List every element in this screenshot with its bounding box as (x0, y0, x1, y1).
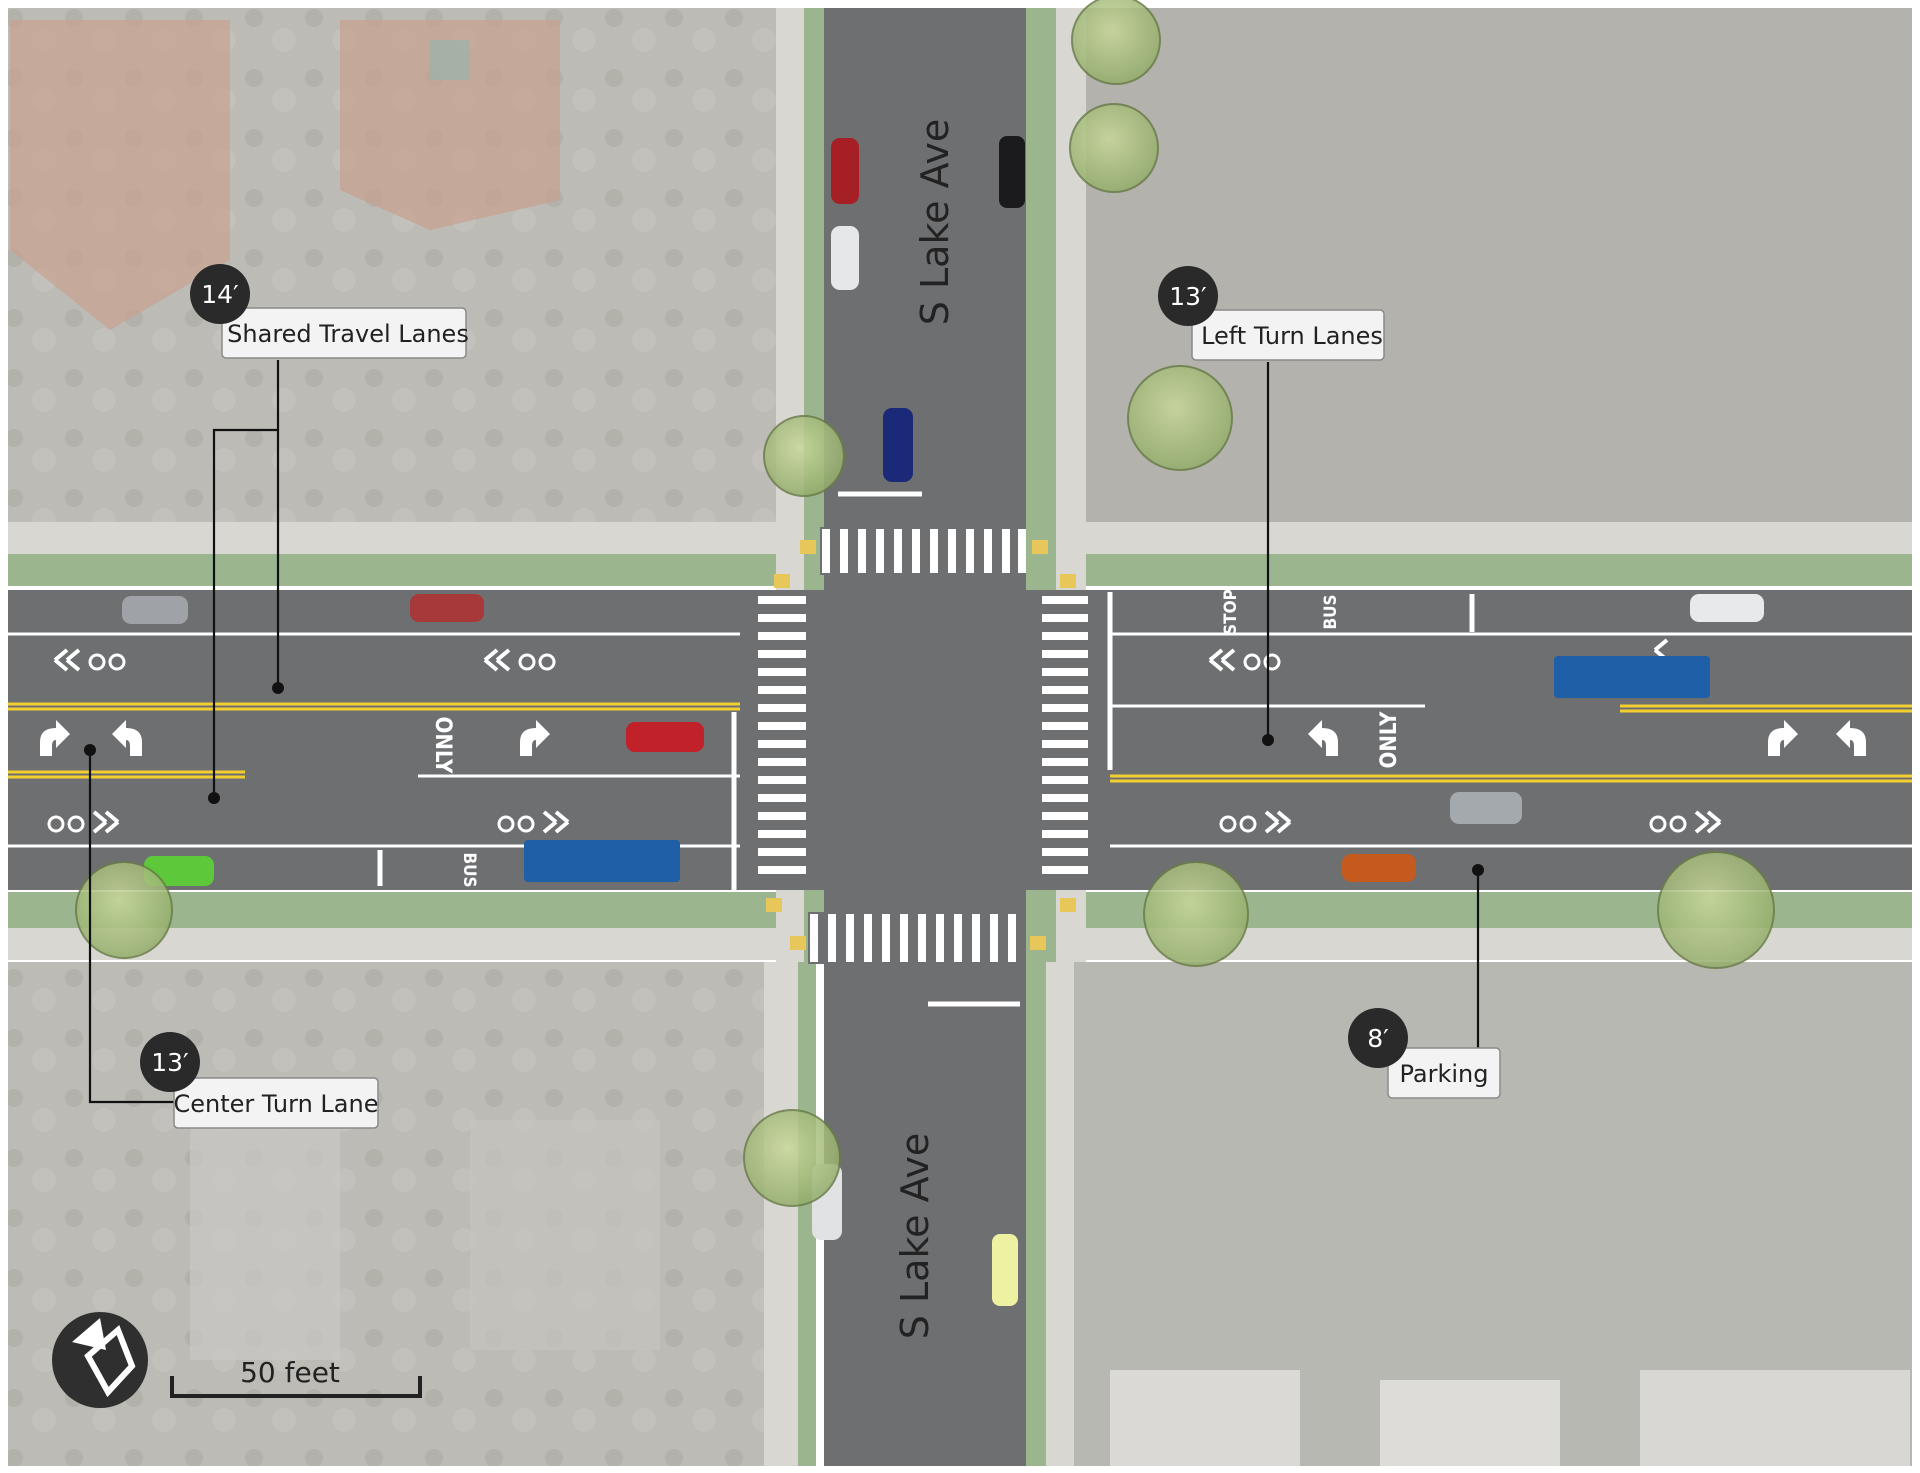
left-turn-arrow-icon (520, 720, 550, 756)
lane-lines (8, 491, 1912, 1007)
house-roof (1110, 1370, 1300, 1466)
crosswalk-west (756, 590, 808, 890)
left-turn-arrow-icon (1308, 720, 1338, 756)
sidewalk-se (1046, 962, 1074, 1466)
grass-strip-se (1024, 962, 1046, 1466)
car (1342, 854, 1416, 882)
street-label-south: S Lake Ave (893, 1133, 937, 1339)
left-turn-arrow-icon (1836, 720, 1866, 756)
callout-badge: 13′ (1169, 282, 1207, 311)
tactile-pad (1060, 574, 1076, 588)
sidewalk-sw (764, 962, 798, 1466)
crosswalk-south (808, 912, 1020, 964)
callout-badge: 8′ (1367, 1024, 1389, 1053)
house-roof (1640, 1370, 1910, 1466)
scale-bar: 50 feet (170, 1356, 422, 1398)
tactile-pad (790, 936, 806, 950)
only-marking-east: ONLY (1377, 711, 1402, 769)
vehicles (122, 136, 1764, 1306)
tree (743, 1109, 841, 1207)
tree (1069, 103, 1159, 193)
car (1690, 594, 1764, 622)
sharrow-icon (1219, 810, 1292, 834)
tactile-pad (774, 574, 790, 588)
stop-marking-east: STOP (1221, 589, 1241, 635)
sharrow-icon (1649, 810, 1722, 834)
car (999, 136, 1025, 208)
tree (763, 415, 845, 497)
callout-label: Shared Travel Lanes (227, 320, 469, 348)
tree (1143, 861, 1249, 967)
grass-strip-sw (798, 962, 816, 1466)
left-turn-arrow-icon (40, 720, 70, 756)
car (122, 596, 188, 624)
left-turn-arrow-icon (112, 720, 142, 756)
car (626, 722, 704, 752)
tactile-pad (766, 898, 782, 912)
house-roof (190, 1110, 340, 1360)
crosswalks (756, 527, 1090, 964)
tree (1127, 365, 1233, 471)
tactile-pad (1030, 936, 1046, 950)
callout-badge: 13′ (151, 1048, 189, 1077)
crosswalk-east (1040, 590, 1090, 890)
car (883, 408, 913, 482)
tree (75, 861, 173, 959)
callout-shared: 14′ Shared Travel Lanes (190, 264, 469, 359)
car (831, 138, 859, 204)
sharrow-icon (47, 810, 120, 834)
left-turn-arrow-icon (1768, 720, 1798, 756)
tactile-pad (1032, 540, 1048, 554)
tree (1657, 851, 1775, 969)
car (831, 226, 859, 290)
trees (75, 0, 1775, 1207)
scale-bar-label: 50 feet (240, 1356, 340, 1389)
tactile-pad (1060, 898, 1076, 912)
house-roof (470, 1120, 660, 1350)
tactile-pad (800, 540, 816, 554)
car (1450, 792, 1522, 824)
sharrow-icon (483, 648, 556, 672)
callout-label: Center Turn Lane (174, 1090, 379, 1118)
callout-left-turn: 13′ Left Turn Lanes (1158, 266, 1385, 361)
sharrow-icon (1208, 648, 1281, 672)
car (410, 594, 484, 622)
roof-vent (430, 40, 470, 80)
callout-label: Left Turn Lanes (1201, 322, 1383, 350)
house-roof (10, 20, 230, 330)
house-roof (1380, 1380, 1560, 1466)
bus-marking-west: BUS (459, 852, 479, 887)
callout-leaders (84, 360, 1484, 1104)
callout-parking: 8′ Parking (1348, 1008, 1501, 1099)
only-marking-west: ONLY (430, 717, 455, 775)
bus-marking-east: BUS (1321, 594, 1341, 629)
callout-center-turn: 13′ Center Turn Lane (140, 1032, 379, 1129)
sharrow-icon (53, 648, 126, 672)
pavement-text: ONLY ONLY BUS BUS STOP (430, 589, 1402, 887)
roadways (8, 8, 1912, 1466)
sharrow-icon (497, 810, 570, 834)
car (992, 1234, 1018, 1306)
pavement-arrows (40, 638, 1866, 834)
house-roof (340, 20, 560, 230)
tree (1071, 0, 1161, 85)
crosswalk-north (820, 527, 1026, 575)
callout-label: Parking (1400, 1060, 1489, 1088)
callout-badge: 14′ (201, 280, 239, 309)
north-arrow-icon (52, 1312, 148, 1408)
bus (1554, 656, 1710, 698)
bus (524, 840, 680, 882)
street-label-north: S Lake Ave (913, 119, 957, 325)
center-lines (8, 702, 1912, 783)
